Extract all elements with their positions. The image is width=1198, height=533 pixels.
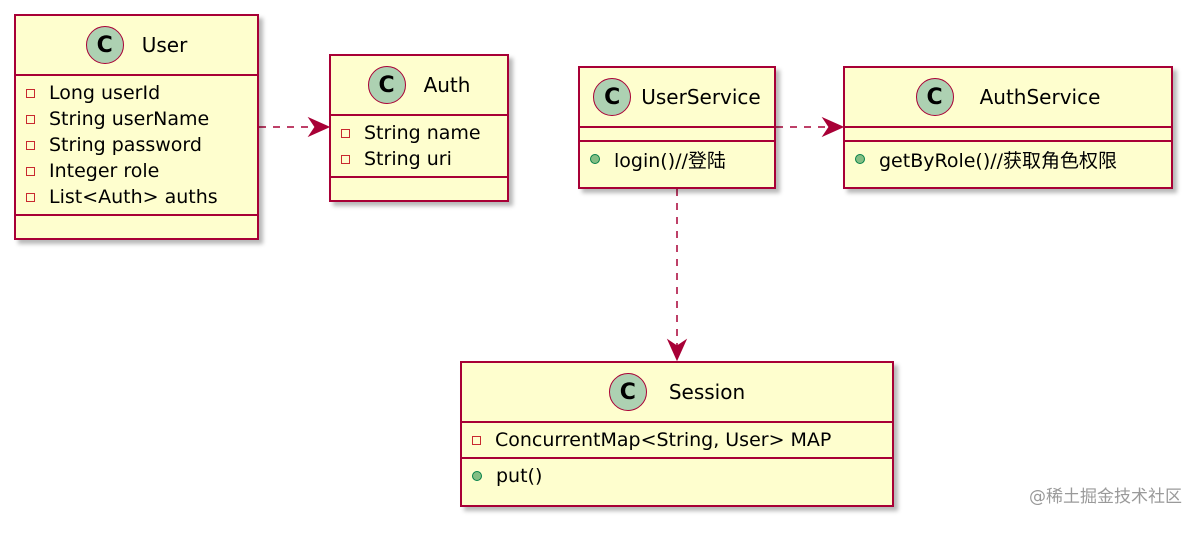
- private-field-icon: [341, 154, 350, 164]
- class-authservice-header: C AuthService: [845, 68, 1171, 128]
- class-authservice: C AuthService getByRole()//获取角色权限: [843, 66, 1173, 189]
- field-text: Integer role: [49, 160, 160, 182]
- method-row: getByRole()//获取角色权限: [855, 146, 1161, 172]
- private-field-icon: [472, 435, 481, 445]
- class-userservice-name: UserService: [641, 85, 761, 109]
- public-method-icon: [590, 154, 600, 164]
- class-authservice-fields: [845, 128, 1171, 142]
- class-icon: C: [915, 78, 954, 116]
- private-field-icon: [26, 166, 35, 176]
- class-session-methods: put(): [462, 459, 892, 493]
- class-user-name: User: [141, 33, 188, 57]
- field-text: List<Auth> auths: [49, 186, 218, 208]
- public-method-icon: [472, 471, 482, 481]
- method-text: put(): [496, 465, 543, 487]
- class-user-header: C User: [16, 16, 257, 76]
- private-field-icon: [26, 114, 35, 124]
- class-userservice-methods: login()//登陆: [580, 142, 774, 176]
- field-row: Long userId: [26, 80, 247, 106]
- class-icon: C: [608, 373, 647, 411]
- class-authservice-name: AuthService: [979, 85, 1101, 109]
- class-auth-name: Auth: [423, 73, 471, 97]
- arrowhead-auth: [307, 116, 331, 138]
- field-row: String uri: [341, 146, 497, 172]
- field-text: String uri: [364, 148, 452, 170]
- method-row: login()//登陆: [590, 146, 764, 172]
- private-field-icon: [26, 140, 35, 150]
- method-text: login()//登陆: [614, 149, 726, 172]
- class-icon: C: [367, 66, 406, 104]
- class-userservice-header: C UserService: [580, 68, 774, 128]
- private-field-icon: [341, 128, 350, 138]
- class-userservice-fields: [580, 128, 774, 142]
- class-auth: C Auth String name String uri: [329, 54, 509, 202]
- class-auth-methods: [331, 178, 507, 192]
- field-row: String userName: [26, 106, 247, 132]
- field-text: String userName: [49, 108, 210, 130]
- class-session-name: Session: [668, 380, 746, 404]
- class-userservice: C UserService login()//登陆: [578, 66, 776, 189]
- field-row: String name: [341, 120, 497, 146]
- class-user-methods: [16, 216, 257, 230]
- field-row: ConcurrentMap<String, User> MAP: [472, 427, 882, 453]
- class-session-header: C Session: [462, 363, 892, 423]
- method-row: put(): [472, 463, 882, 489]
- class-user-fields: Long userId String userName String passw…: [16, 76, 257, 216]
- field-text: String name: [364, 122, 481, 144]
- field-row: Integer role: [26, 158, 247, 184]
- class-auth-fields: String name String uri: [331, 116, 507, 178]
- arrowhead-session: [666, 338, 688, 362]
- field-text: Long userId: [49, 82, 161, 104]
- arrowhead-authservice: [821, 116, 845, 138]
- private-field-icon: [26, 192, 35, 202]
- class-authservice-methods: getByRole()//获取角色权限: [845, 142, 1171, 176]
- class-icon: C: [593, 78, 632, 116]
- field-row: List<Auth> auths: [26, 184, 247, 210]
- field-text: String password: [49, 134, 202, 156]
- watermark: @稀土掘金技术社区: [1029, 487, 1182, 507]
- field-row: String password: [26, 132, 247, 158]
- class-session: C Session ConcurrentMap<String, User> MA…: [460, 361, 894, 507]
- class-user: C User Long userId String userName Strin…: [14, 14, 259, 240]
- public-method-icon: [855, 154, 865, 164]
- class-icon: C: [85, 26, 124, 64]
- method-text: getByRole()//获取角色权限: [879, 149, 1118, 172]
- class-session-fields: ConcurrentMap<String, User> MAP: [462, 423, 892, 459]
- field-text: ConcurrentMap<String, User> MAP: [495, 429, 832, 451]
- private-field-icon: [26, 88, 35, 98]
- class-auth-header: C Auth: [331, 56, 507, 116]
